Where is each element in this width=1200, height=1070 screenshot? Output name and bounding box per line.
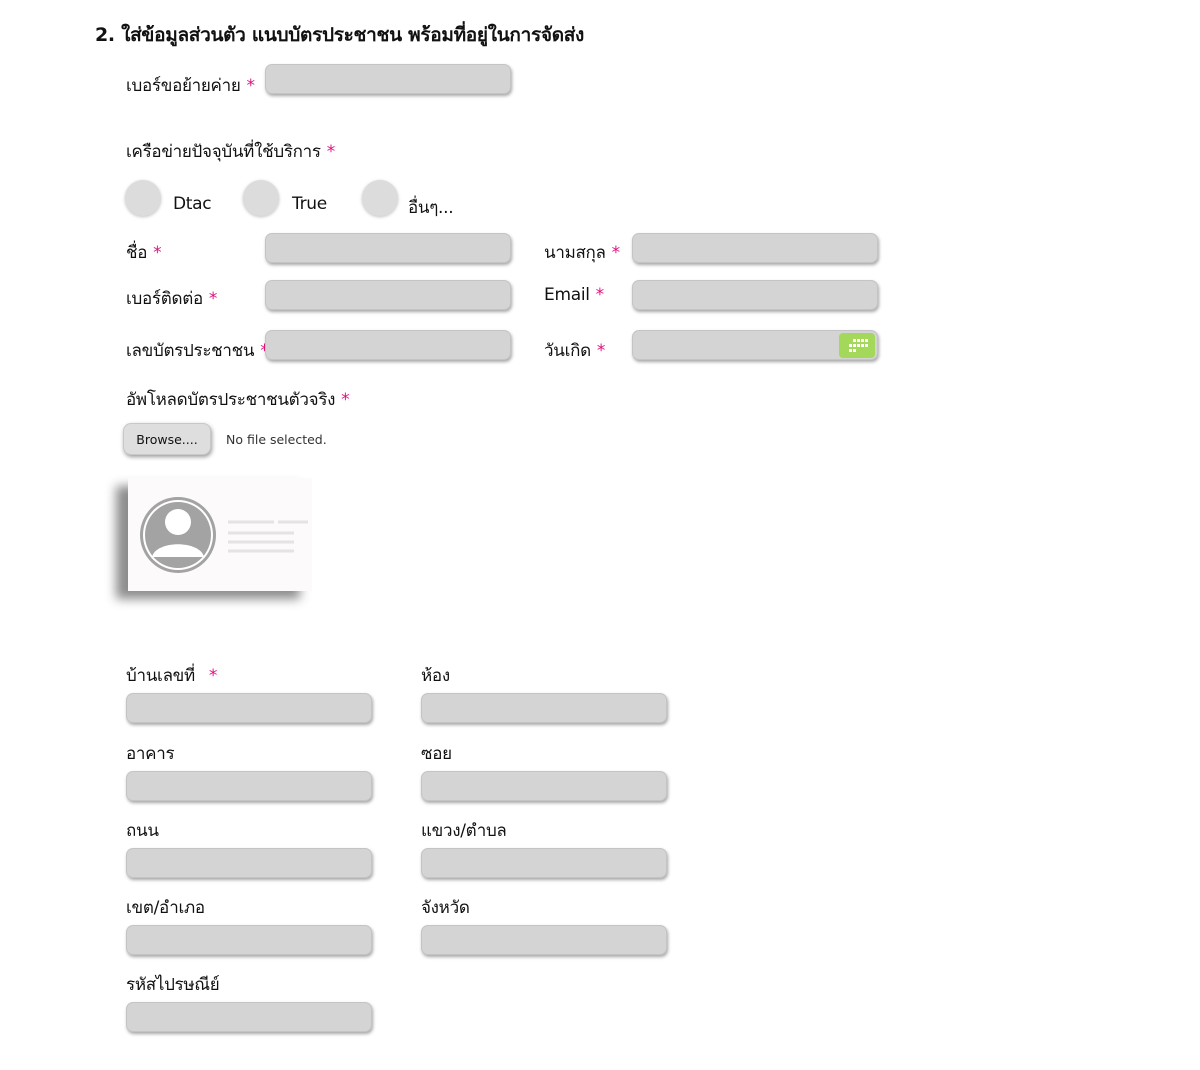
province-label: จังหวัด (421, 898, 470, 918)
last-name-label: นามสกุล* (544, 243, 621, 263)
district-input[interactable] (126, 925, 372, 955)
required-marker: * (208, 289, 218, 309)
road-input[interactable] (126, 848, 372, 878)
house-no-input[interactable] (126, 693, 372, 723)
building-label: อาคาร (126, 744, 175, 764)
required-marker: * (208, 666, 218, 686)
contact-number-input[interactable] (265, 280, 511, 310)
required-marker: * (596, 341, 606, 361)
required-marker: * (326, 142, 336, 162)
radio-other[interactable] (362, 180, 398, 216)
radio-dtac-label: Dtac (173, 194, 212, 214)
browse-button[interactable]: Browse.... (123, 423, 211, 455)
required-marker: * (595, 285, 605, 305)
id-card-illustration (140, 497, 308, 573)
radio-true[interactable] (243, 180, 279, 216)
road-label: ถนน (126, 821, 159, 841)
birthday-input[interactable] (632, 330, 878, 360)
required-marker: * (611, 243, 621, 263)
calendar-grid-icon (849, 339, 868, 352)
room-input[interactable] (421, 693, 667, 723)
province-input[interactable] (421, 925, 667, 955)
network-label: เครือข่ายปัจจุบันที่ใช้บริการ* (126, 142, 336, 162)
port-number-input[interactable] (265, 64, 511, 94)
section-title: 2. ใส่ข้อมูลส่วนตัว แนบบัตรประชาชน พร้อม… (95, 24, 585, 46)
id-number-label: เลขบัตรประชาชน* (126, 337, 269, 364)
file-status: No file selected. (226, 432, 327, 447)
subdistrict-input[interactable] (421, 848, 667, 878)
soi-input[interactable] (421, 771, 667, 801)
required-marker: * (153, 243, 162, 263)
radio-true-label: True (292, 194, 327, 214)
radio-dtac[interactable] (125, 180, 161, 216)
required-marker: * (341, 390, 350, 410)
subdistrict-label: แขวง/ตำบล (421, 821, 507, 841)
calendar-icon[interactable] (839, 333, 875, 358)
soi-label: ซอย (421, 744, 452, 764)
upload-label: อัพโหลดบัตรประชาชนตัวจริง* (126, 390, 350, 410)
first-name-input[interactable] (265, 233, 511, 263)
id-card-icon (128, 478, 312, 591)
building-input[interactable] (126, 771, 372, 801)
port-number-label: เบอร์ขอย้ายค่าย* (126, 76, 256, 96)
email-input[interactable] (632, 280, 878, 310)
radio-other-label: อื่นๆ... (408, 198, 454, 218)
district-label: เขต/อำเภอ (126, 898, 205, 918)
postcode-label: รหัสไปรษณีย์ (126, 975, 220, 995)
contact-number-label: เบอร์ติดต่อ* (126, 289, 218, 309)
required-marker: * (260, 341, 269, 361)
required-marker: * (246, 76, 256, 96)
postcode-input[interactable] (126, 1002, 372, 1032)
id-number-input[interactable] (265, 330, 511, 360)
room-label: ห้อง (421, 666, 450, 686)
last-name-input[interactable] (632, 233, 878, 263)
house-no-label: บ้านเลขที่* (126, 666, 218, 686)
email-label: Email* (544, 285, 604, 305)
birthday-label: วันเกิด* (544, 341, 606, 361)
first-name-label: ชื่อ* (126, 243, 162, 263)
